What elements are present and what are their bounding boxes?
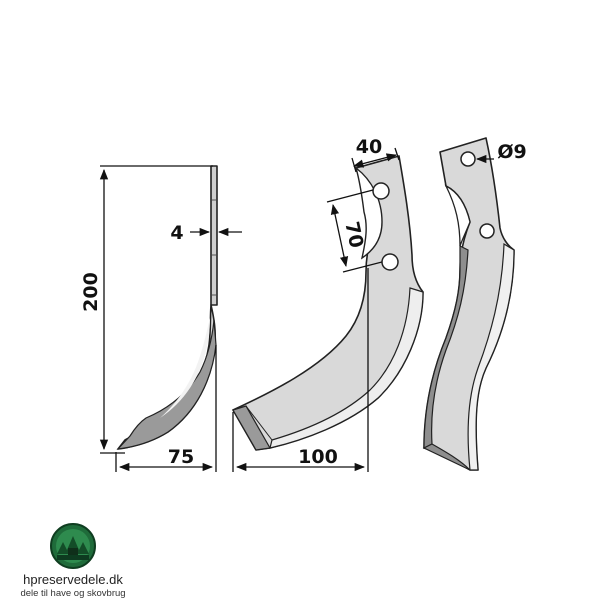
bolt-spacing-dimension: 70 [326,189,383,273]
site-tagline: dele til have og skovbrug [20,588,126,599]
bolt-width-dimension: 40 [351,136,400,173]
front-width-label: 100 [298,446,338,468]
brand-logo: hpreservedele.dk dele til have og skovbr… [18,522,128,599]
thickness-label: 4 [170,222,183,244]
hole-diameter-dimension: Ø9 [475,141,527,164]
height-label: 200 [80,272,102,312]
bolt-spacing-label: 70 [340,220,367,250]
profile-blade-bevel [467,242,515,471]
profile-upper-hole [460,151,476,167]
front-width-dimension: 100 [232,268,369,472]
front-blade-edge [232,405,271,451]
side-view-blade [116,165,218,450]
side-blade-edge [116,319,217,450]
height-dimension: 200 [80,165,213,454]
profile-view-blade [422,137,515,471]
tree-logo-icon [50,523,96,569]
front-lower-hole [381,253,399,271]
front-view-blade [232,155,424,451]
profile-lower-hole [479,223,495,239]
side-width-dimension: 75 [115,345,217,472]
site-name: hpreservedele.dk [23,572,123,587]
side-blade-shank [210,165,218,306]
hole-diameter-label: Ø9 [497,141,526,163]
side-width-label: 75 [168,446,194,468]
front-blade-body [232,155,424,451]
thickness-dimension: 4 [170,222,242,244]
front-upper-hole [372,182,390,200]
bolt-width-label: 40 [356,136,382,158]
